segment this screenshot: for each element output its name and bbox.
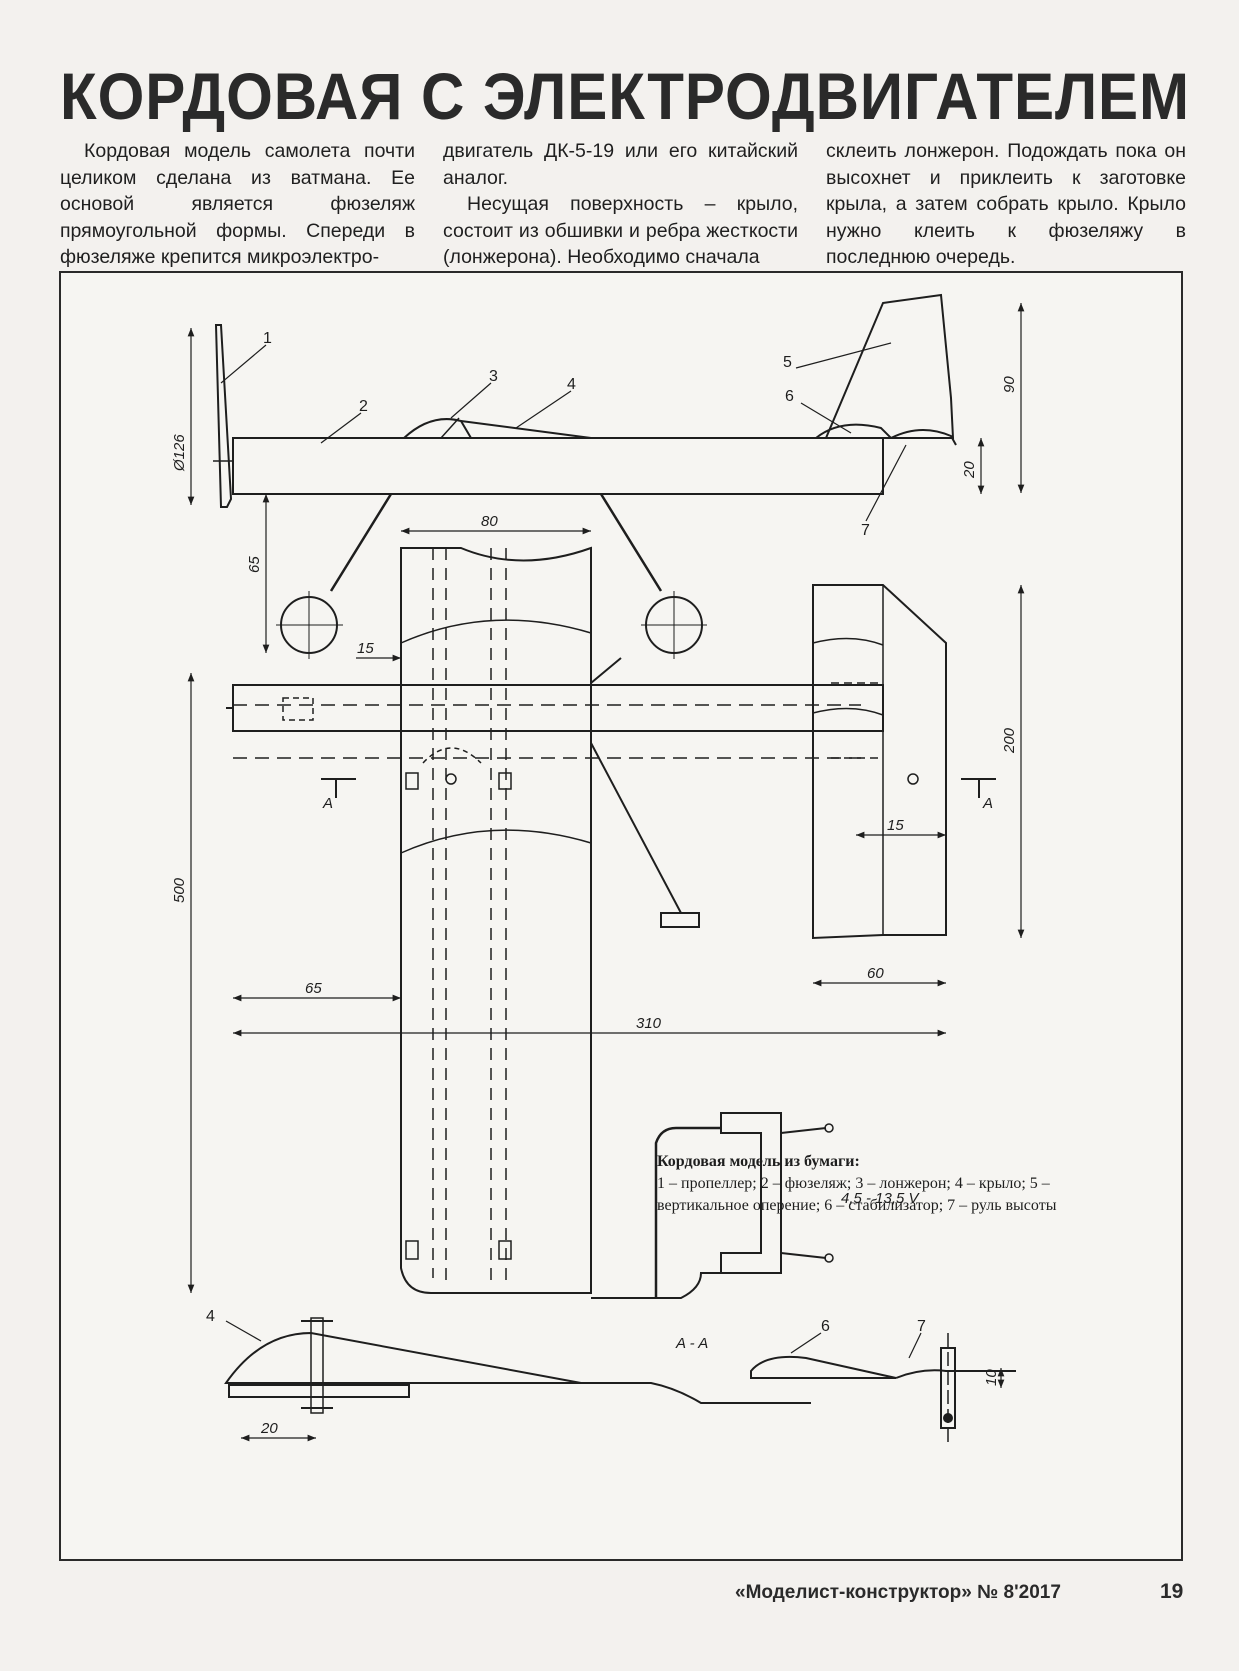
part-label-3: 3: [489, 368, 498, 385]
part-label-7: 7: [861, 522, 870, 539]
section-aa: [750, 1333, 1016, 1443]
dim-15-right: 15: [887, 817, 904, 834]
article-column-1: Кордовая модель самолета почти целиком с…: [60, 138, 415, 271]
part-label-4: 4: [567, 376, 576, 393]
dim-20: 20: [260, 1420, 278, 1437]
section-mark-left: A: [322, 795, 333, 812]
part-label-4-section: 4: [206, 1308, 215, 1325]
elevator-side: [890, 428, 957, 446]
wing-side: [460, 420, 592, 439]
dim-wing-chord: 80: [481, 513, 498, 530]
part-label-6-section: 6: [821, 1318, 830, 1335]
page-number: 19: [1160, 1580, 1184, 1603]
dim-span: 500: [171, 877, 188, 903]
fuselage-top: [232, 684, 884, 732]
part-label-5: 5: [783, 354, 792, 371]
article-paragraph: Кордовая модель самолета почти целиком с…: [60, 140, 415, 268]
dim-fuselage-height: 20: [961, 461, 978, 479]
top-view: [226, 546, 996, 1294]
stabilizer-side: [815, 423, 892, 439]
footer-magazine: «Моделист-конструктор» № 8'2017: [735, 1582, 1061, 1603]
voltage-label: 4,5 - 13,5 V: [841, 1190, 921, 1207]
part-label-2: 2: [359, 398, 368, 415]
part-label-1: 1: [263, 330, 272, 347]
dim-10: 10: [983, 1369, 1000, 1386]
dim-length: 310: [636, 1015, 662, 1032]
article-paragraph: склеить лонжерон. Подождать пока он высо…: [826, 140, 1186, 268]
spar-side: [403, 418, 472, 439]
side-view: [213, 293, 957, 659]
wing-section: [224, 1317, 811, 1414]
part-label-7-section: 7: [917, 1318, 926, 1335]
drawing-canvas: 1 2 3 4 5 6 7 4 6 7 Ø126 90 20 80 65 15 …: [171, 293, 1025, 1443]
part-label-6: 6: [785, 388, 794, 405]
dim-15-top: 15: [357, 640, 374, 657]
figure-caption: Кордовая модель из бумаги: 1 – пропеллер…: [657, 1151, 1077, 1217]
dimension-lines: [187, 303, 1025, 1442]
dimension-labels: Ø126 90 20 80 65 15 200 15 60 500 65 310…: [171, 376, 1018, 1437]
page-title: КОРДОВАЯ С ЭЛЕКТРОДВИГАТЕЛЕМ: [60, 59, 1190, 133]
section-mark-right: A: [982, 795, 993, 812]
caption-body: 1 – пропеллер; 2 – фюзеляж; 3 – лонжерон…: [657, 1175, 1057, 1214]
wing-top: [400, 546, 592, 1294]
section-label: A - A: [675, 1335, 708, 1352]
article-column-2: двигатель ДК-5-19 или его китайский анал…: [443, 138, 798, 271]
article-column-3: склеить лонжерон. Подождать пока он высо…: [826, 138, 1186, 271]
technical-drawing: 1 2 3 4 5 6 7 4 6 7 Ø126 90 20 80 65 15 …: [59, 271, 1183, 1561]
caption-title: Кордовая модель из бумаги:: [657, 1153, 860, 1170]
article-paragraph: двигатель ДК-5-19 или его китайский анал…: [443, 140, 798, 189]
article-paragraph: Несущая поверхность – крыло, состоит из …: [443, 193, 798, 268]
landing-gear: [329, 493, 663, 592]
dim-gear-height: 65: [246, 556, 263, 573]
dim-65-bottom: 65: [305, 980, 322, 997]
fin-side: [824, 293, 955, 439]
propeller: [214, 324, 233, 508]
dim-fin-height: 90: [1001, 376, 1018, 393]
dim-stab-chord: 60: [867, 965, 884, 982]
dim-stab-span: 200: [1001, 727, 1018, 754]
fuselage-side: [232, 437, 884, 495]
part-labels: 1 2 3 4 5 6 7 4 6 7: [206, 330, 926, 1335]
stabilizer-top: [812, 584, 947, 940]
dim-propeller-diameter: Ø126: [171, 434, 188, 472]
wiring-diagram: [591, 1112, 834, 1299]
